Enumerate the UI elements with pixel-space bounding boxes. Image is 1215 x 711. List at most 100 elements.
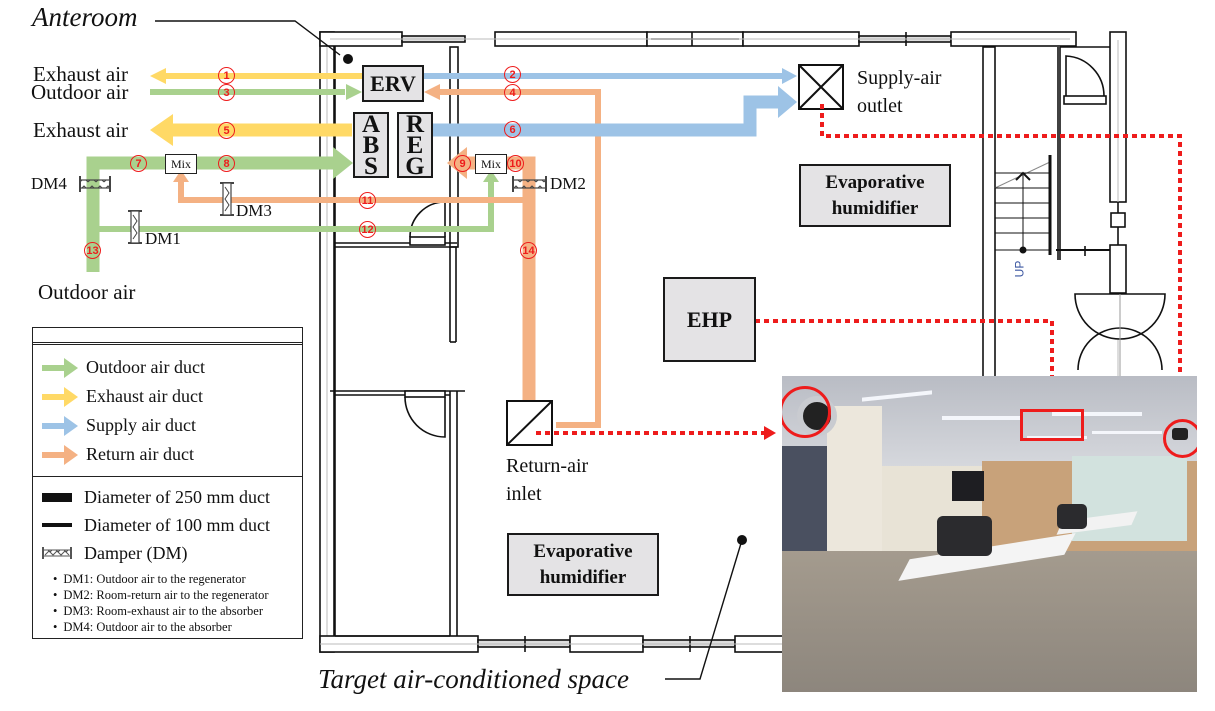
dm2-label: DM2 (550, 174, 586, 193)
arrowhead (424, 84, 440, 100)
duct-number-2: 2 (504, 66, 521, 83)
duct-number-5: 5 (218, 122, 235, 139)
reg-letter: G (405, 152, 425, 180)
duct-number-11: 11 (359, 192, 376, 209)
outdoor-air-label-1: Outdoor air (31, 80, 129, 104)
damper-note: DM4: Outdoor air to the absorber (53, 619, 302, 635)
target-space-label: Target air-conditioned space (318, 664, 629, 694)
building-walls (155, 20, 1166, 680)
return-inlet-label: Return-air inlet (506, 452, 588, 508)
supply-outlet-label: Supply-air outlet (857, 64, 941, 120)
dm1-label: DM1 (145, 229, 181, 248)
damper-dm1-icon (128, 210, 142, 244)
callout-supply-outlet (820, 104, 1182, 415)
dampers (79, 176, 547, 244)
abs-letter: A (361, 110, 381, 138)
erv-label: ERV (370, 70, 416, 96)
dm4-label: DM4 (31, 174, 67, 193)
duct-number-3: 3 (218, 84, 235, 101)
duct-number-8: 8 (218, 155, 235, 172)
legend-item-return: Return air duct (33, 440, 302, 469)
return-inlet-line: inlet (506, 483, 542, 505)
legend-item-exhaust: Exhaust air duct (33, 382, 302, 411)
humidifier-top: Evaporative humidifier (799, 164, 951, 227)
duct-number-10: 10 (507, 155, 524, 172)
legend-label: Outdoor air duct (86, 357, 205, 377)
arrowhead (150, 114, 173, 146)
arrowhead (764, 426, 776, 440)
legend-item-250mm: Diameter of 250 mm duct (33, 483, 302, 511)
damper-note: DM3: Room-exhaust air to the absorber (53, 603, 302, 619)
arrowhead (173, 170, 189, 182)
anteroom-label: Anteroom (32, 2, 138, 32)
outdoor-duct-arrow-icon (42, 357, 78, 378)
abs-letter: B (362, 131, 380, 159)
thick-duct-icon (42, 492, 72, 502)
outdoor-air-label-2: Outdoor air (38, 280, 136, 304)
legend: Outdoor air duct Exhaust air duct Supply… (32, 327, 303, 639)
humidifier-bottom: Evaporative humidifier (507, 533, 659, 596)
mixer-label: Mix (170, 156, 191, 171)
damper-dm4-icon (79, 176, 111, 192)
stair-up-label: UP (1012, 260, 1027, 278)
duct-number-7: 7 (130, 155, 147, 172)
duct-7-8-outdoor (86, 156, 335, 272)
tv-monitor (952, 471, 984, 501)
duct-number-13: 13 (84, 242, 101, 259)
exhaust-air-label-2: Exhaust air (33, 118, 129, 142)
damper-dm3-icon (220, 182, 234, 216)
anteroom-leader-line (155, 20, 341, 56)
legend-label: Return air duct (86, 444, 194, 464)
mixer-right: Mix (475, 154, 507, 174)
damper-notes-list: DM1: Outdoor air to the regenerator DM2:… (33, 571, 302, 635)
supply-outlet-line: Supply-air (857, 67, 942, 89)
reg-letter: E (406, 131, 424, 159)
arrowhead (778, 86, 797, 118)
legend-item-outdoor: Outdoor air duct (33, 353, 302, 382)
photo-callouts (536, 104, 1182, 435)
target-space-leader-line (665, 539, 743, 680)
absorber-unit: A B S (353, 110, 389, 180)
reg-letter: R (405, 110, 425, 138)
abs-letter: S (364, 152, 378, 180)
thin-duct-icon (42, 523, 72, 527)
ducts (86, 68, 797, 428)
mixer-left: Mix (165, 154, 197, 174)
legend-label: Exhaust air duct (86, 386, 203, 406)
staircase (994, 155, 1052, 255)
legend-label: Diameter of 250 mm duct (84, 486, 270, 507)
return-inlet-line: Return-air (506, 455, 589, 477)
legend-label: Diameter of 100 mm duct (84, 514, 270, 535)
duct-11-return (178, 180, 528, 203)
humidifier-label: humidifier (831, 197, 919, 219)
exhaust-duct-arrow-icon (42, 386, 78, 407)
duct-4-return (440, 89, 601, 425)
humidifier-label: Evaporative (825, 171, 925, 193)
damper-icon (42, 547, 72, 559)
arrowhead (483, 170, 499, 182)
legend-item-supply: Supply air duct (33, 411, 302, 440)
legend-label: Damper (DM) (84, 542, 188, 563)
duct-number-9: 9 (454, 155, 471, 172)
duct-12-outdoor (93, 178, 494, 232)
legend-label: Supply air duct (86, 415, 196, 435)
ehp-label: EHP (686, 306, 733, 332)
callout-ehp (746, 319, 1054, 400)
legend-item-100mm: Diameter of 100 mm duct (33, 511, 302, 539)
legend-duct-types: Outdoor air duct Exhaust air duct Supply… (33, 345, 302, 477)
highlight-ehp-cassette (1020, 409, 1084, 441)
regenerator-unit: R E G (397, 110, 433, 180)
exhaust-air-label-1: Exhaust air (33, 62, 129, 86)
arrowhead (782, 68, 797, 84)
damper-note: DM2: Room-return air to the regenerator (53, 587, 302, 603)
duct-number-6: 6 (504, 121, 521, 138)
humidifier-label: Evaporative (533, 540, 633, 562)
arrowhead (346, 84, 362, 100)
duct-number-4: 4 (504, 84, 521, 101)
return-duct-arrow-icon (42, 444, 78, 465)
duct-6-supply (432, 95, 782, 137)
highlight-return-grille (1163, 419, 1197, 458)
ehp-unit: EHP (663, 277, 756, 362)
legend-item-damper: Damper (DM) (33, 539, 302, 567)
